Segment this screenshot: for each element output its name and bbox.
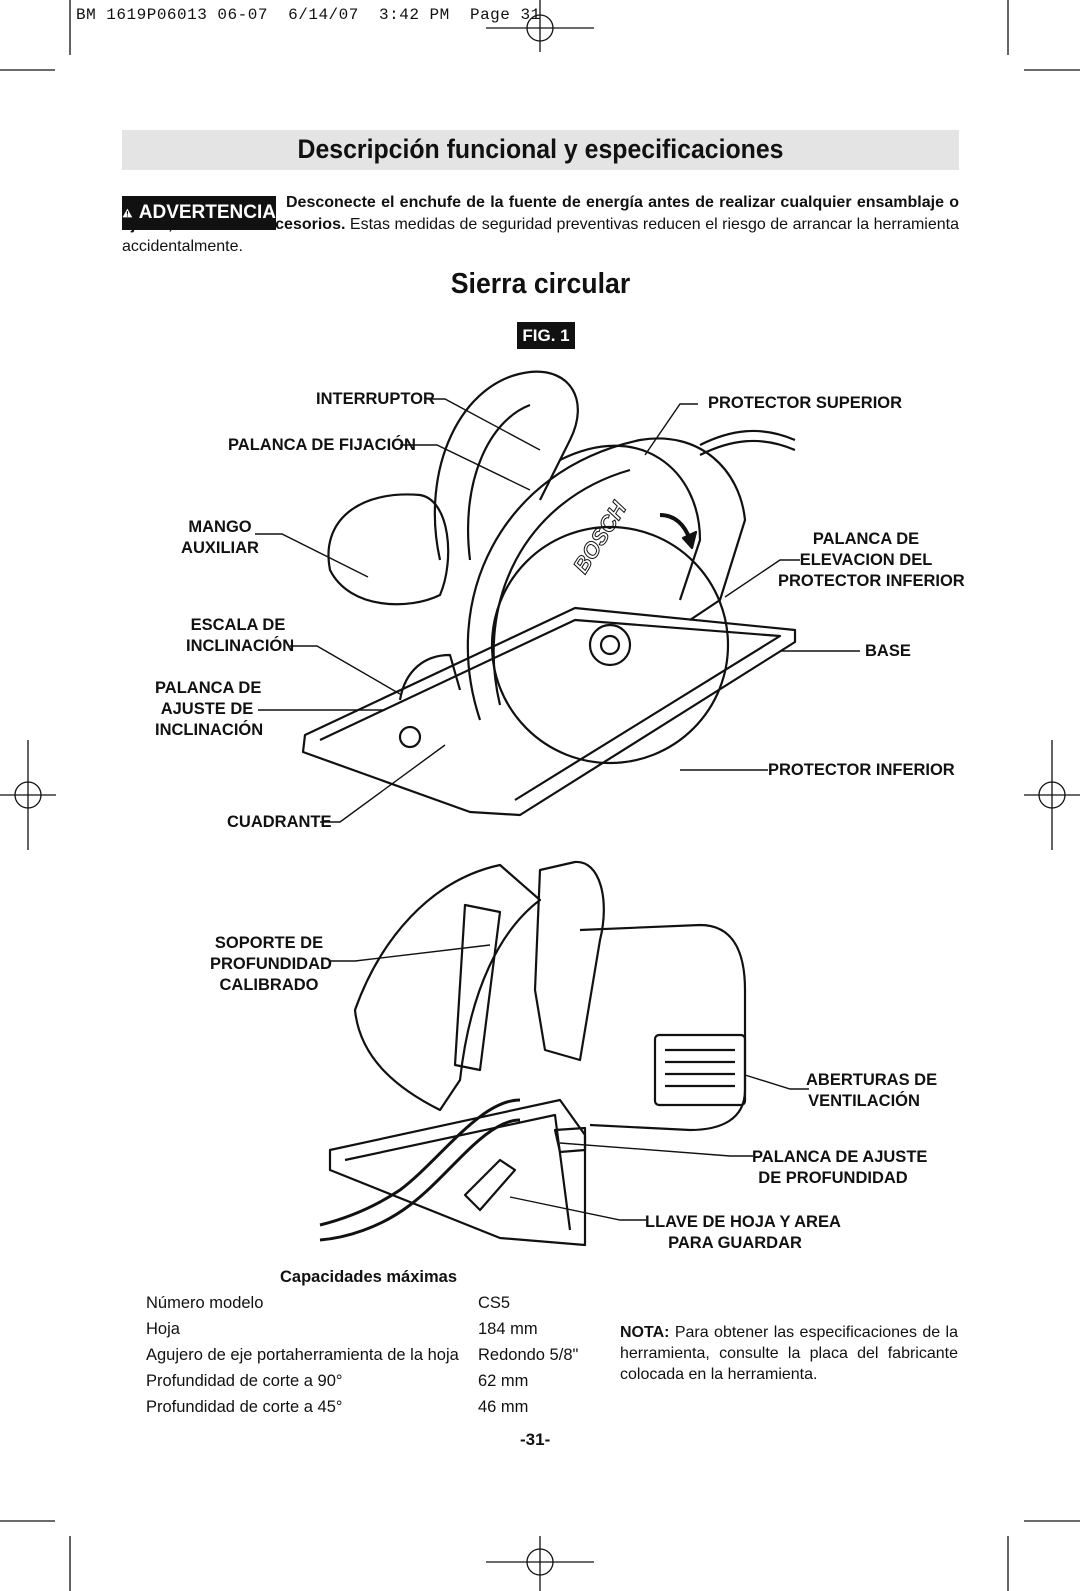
label-soporte-profundidad: SOPORTE DE PROFUNDIDAD CALIBRADO xyxy=(210,933,332,996)
label-line: INCLINACIÓN xyxy=(186,637,295,655)
spec-label: Profundidad de corte a 90° xyxy=(146,1372,343,1390)
label-line: CALIBRADO xyxy=(219,976,319,994)
note-paragraph: NOTA: Para obtener las especificaciones … xyxy=(620,1322,958,1385)
note-label: NOTA: xyxy=(620,1324,670,1341)
label-escala-inclinacion: ESCALA DE INCLINACIÓN xyxy=(186,615,295,657)
print-header-slug: BM 1619P06013 06-07 6/14/07 3:42 PM Page… xyxy=(76,6,541,24)
spec-label: Hoja xyxy=(146,1320,180,1338)
label-palanca-fijacion: PALANCA DE FIJACIÓN xyxy=(228,436,416,454)
registration-mark-right xyxy=(1024,740,1080,850)
label-palanca-ajuste-inclinacion: PALANCA DE AJUSTE DE INCLINACIÓN xyxy=(155,678,264,741)
label-line: INCLINACIÓN xyxy=(155,721,264,739)
label-protector-superior: PROTECTOR SUPERIOR xyxy=(708,394,903,412)
callout-leaders xyxy=(255,398,860,1221)
spec-value: 62 mm xyxy=(478,1372,529,1390)
label-line: AUXILIAR xyxy=(181,539,259,557)
page-number: -31- xyxy=(520,1430,551,1449)
spec-label: Número modelo xyxy=(146,1294,264,1312)
label-line: VENTILACIÓN xyxy=(808,1092,920,1110)
label-line: SOPORTE DE xyxy=(214,934,324,952)
label-aberturas-ventilacion: ABERTURAS DE VENTILACIÓN xyxy=(806,1070,938,1112)
label-interruptor: INTERRUPTOR xyxy=(316,390,435,408)
label-llave-hoja: LLAVE DE HOJA Y AREA PARA GUARDAR xyxy=(645,1212,841,1254)
label-mango-auxiliar: MANGO AUXILIAR xyxy=(180,517,260,559)
section-title: Sierra circular xyxy=(450,268,631,300)
spec-value: 184 mm xyxy=(478,1320,538,1338)
specs-title: Capacidades máximas xyxy=(280,1268,458,1286)
label-protector-inferior: PROTECTOR INFERIOR xyxy=(768,761,955,779)
figure-label: FIG. 1 xyxy=(517,322,575,349)
circular-saw-side-illustration xyxy=(319,860,747,1247)
spec-value: 46 mm xyxy=(478,1398,529,1416)
label-line: PARA GUARDAR xyxy=(668,1234,802,1252)
brand-logo: BOSCH xyxy=(568,496,632,578)
label-line: PALANCA DE xyxy=(812,530,920,548)
warning-triangle-icon xyxy=(122,208,133,218)
warning-badge-label: ADVERTENCIA xyxy=(138,202,276,223)
label-line: PROFUNDIDAD xyxy=(210,955,332,973)
registration-mark-bottom xyxy=(486,1536,594,1591)
page-title: Descripción funcional y especificaciones xyxy=(297,134,784,164)
label-line: PALANCA DE AJUSTE xyxy=(752,1148,928,1166)
label-line: MANGO xyxy=(188,518,252,536)
spec-value: CS5 xyxy=(478,1294,511,1312)
warning-text: Estas medidas de seguridad preventivas r… xyxy=(122,216,960,255)
label-line: DE PROFUNDIDAD xyxy=(758,1169,908,1187)
label-line: ELEVACION DEL xyxy=(799,551,933,569)
label-palanca-ajuste-profundidad: PALANCA DE AJUSTE DE PROFUNDIDAD xyxy=(752,1147,928,1189)
circular-saw-front-illustration xyxy=(301,370,797,817)
registration-mark-left xyxy=(0,740,56,850)
label-cuadrante: CUADRANTE xyxy=(227,813,332,831)
label-line: PROTECTOR INFERIOR xyxy=(778,572,965,590)
label-base: BASE xyxy=(865,642,911,660)
label-palanca-elevacion: PALANCA DE ELEVACION DEL PROTECTOR INFER… xyxy=(778,529,965,592)
label-line: ABERTURAS DE xyxy=(806,1071,938,1089)
title-bar xyxy=(122,130,959,170)
label-line: LLAVE DE HOJA Y AREA xyxy=(645,1213,841,1231)
spec-label: Agujero de eje portaherramienta de la ho… xyxy=(146,1346,459,1364)
label-line: PALANCA DE xyxy=(155,679,262,697)
warning-badge: ADVERTENCIA xyxy=(122,196,276,230)
spec-label: Profundidad de corte a 45° xyxy=(146,1398,343,1416)
registration-mark-top xyxy=(486,0,594,52)
label-line: ESCALA DE xyxy=(190,616,286,634)
label-line: AJUSTE DE xyxy=(160,700,254,718)
spec-value: Redondo 5/8" xyxy=(478,1346,579,1364)
note-text: Para obtener las especificaciones de la … xyxy=(620,1324,958,1383)
